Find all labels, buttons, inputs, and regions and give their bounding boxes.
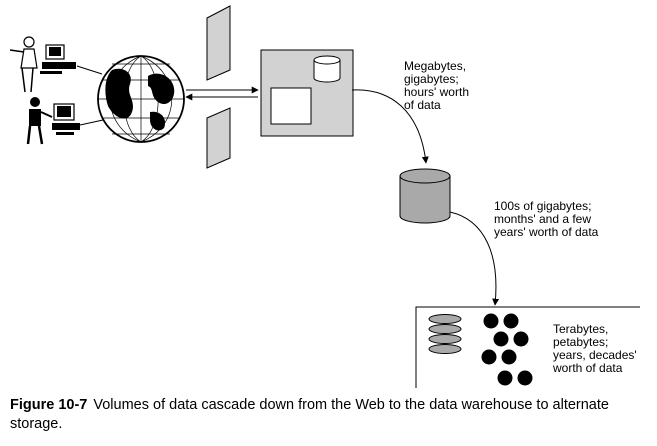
staging-to-warehouse-label: 100s of gigabytes; months' and a few yea… bbox=[494, 199, 599, 239]
database-icon bbox=[313, 55, 341, 83]
firewall-upper-icon bbox=[206, 5, 231, 81]
web-to-staging-label: Megabytes, gigabytes; hours' worth of da… bbox=[404, 59, 469, 112]
user-at-computer-icon bbox=[9, 36, 76, 93]
alternate-storage-label: Terabytes, petabytes; years, decades' wo… bbox=[553, 322, 637, 375]
arrow-warehouse-to-alternate-storage bbox=[449, 211, 500, 306]
figure-caption-text: Volumes of data cascade down from the We… bbox=[10, 397, 609, 432]
firewall-lower-icon bbox=[206, 107, 231, 169]
data-warehouse-cylinder bbox=[399, 168, 451, 224]
tape-reels-icon bbox=[481, 313, 533, 386]
alternate-storage-box bbox=[415, 306, 640, 388]
disk-pack-icon bbox=[428, 314, 462, 354]
figure-caption-label: Figure 10-7 bbox=[10, 397, 88, 413]
arrow-staging-to-warehouse bbox=[351, 89, 429, 164]
globe-icon bbox=[97, 55, 185, 143]
user-at-computer-icon bbox=[26, 97, 80, 145]
